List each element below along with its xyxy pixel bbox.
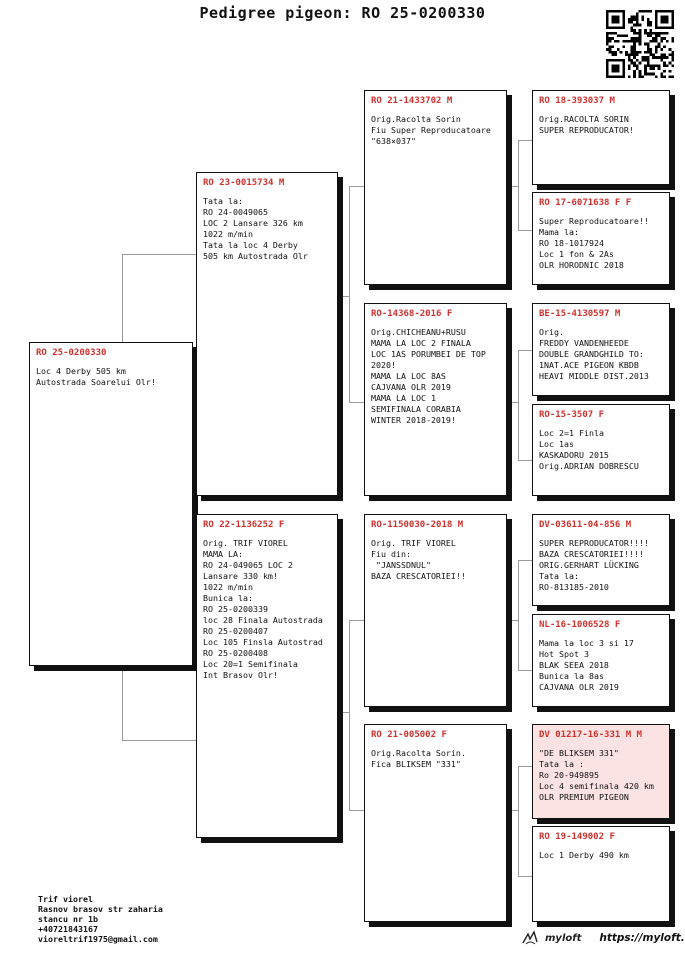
pigeon-card-subject[interactable]: RO 25-0200330 Loc 4 Derby 505 km Autostr… [29, 342, 193, 666]
pigeon-notes: SUPER REPRODUCATOR!!!! BAZA CRESCATORIEI… [539, 538, 649, 592]
qr-code-icon [606, 10, 674, 78]
connector-line [122, 740, 198, 741]
ring-number: DV-03611-04-856 M [539, 520, 632, 530]
pigeon-notes: Loc 1 Derby 490 km [539, 850, 629, 860]
pigeon-notes: Mama la loc 3 si 17 Hot Spot 3 BLAK SEEA… [539, 638, 634, 692]
connector-line [507, 810, 519, 811]
pigeon-card-sire-sire[interactable]: RO 21-1433702 M Orig.Racolta Sorin Fiu S… [364, 90, 507, 285]
pigeon-notes: Super Reproducatoare!! Mama la: RO 18-10… [539, 216, 649, 270]
ring-number: RO 19-149002 F [539, 832, 615, 842]
connector-line [518, 766, 519, 876]
connector-line [349, 296, 350, 402]
connector-line [518, 140, 519, 230]
pigeon-card-ddd[interactable]: RO 19-149002 F Loc 1 Derby 490 km [532, 826, 670, 922]
pigeon-notes: Orig. TRIF VIOREL MAMA LA: RO 24-049065 … [203, 538, 323, 680]
connector-line [518, 560, 532, 561]
pigeon-card-dsd[interactable]: NL-16-1006528 F Mama la loc 3 si 17 Hot … [532, 614, 670, 707]
pigeon-notes: Loc 2=1 Finla Loc 1as KASKADORU 2015 Ori… [539, 428, 639, 471]
connector-line [518, 766, 532, 767]
ring-number: RO 23-0015734 M [203, 178, 285, 188]
pigeon-card-dam[interactable]: RO 22-1136252 F Orig. TRIF VIOREL MAMA L… [196, 514, 338, 838]
page-title: Pedigree pigeon: RO 25-0200330 [199, 4, 486, 22]
ring-number: RO-15-3507 F [539, 410, 605, 420]
pigeon-card-dss[interactable]: DV-03611-04-856 M SUPER REPRODUCATOR!!!!… [532, 514, 670, 606]
ring-number: RO 17-6071638 F F [539, 198, 632, 208]
brand-footer: myloft https://myloft.ro [521, 928, 685, 948]
brand-url-link[interactable]: https://myloft.ro [599, 932, 685, 944]
pigeon-notes: Orig.Racolta Sorin. Fica BLIKSEM "331" [371, 748, 466, 769]
pigeon-card-sds[interactable]: BE-15-4130597 M Orig. FREDDY VANDENHEEDE… [532, 303, 670, 396]
pigeon-card-sire-dam[interactable]: RO-14368-2016 F Orig.CHICHEANU+RUSU MAMA… [364, 303, 507, 496]
connector-line [518, 560, 519, 670]
connector-line [349, 402, 365, 403]
connector-line [349, 186, 350, 296]
pigeon-card-dds[interactable]: DV 01217-16-331 M M "DE BLIKSEM 331" Tat… [532, 724, 670, 819]
connector-line [507, 402, 519, 403]
connector-line [507, 186, 519, 187]
connector-line [518, 670, 532, 671]
connector-line [122, 254, 198, 255]
connector-line [338, 296, 350, 297]
ring-number: RO-14368-2016 F [371, 309, 453, 319]
pigeon-notes: Loc 4 Derby 505 km Autostrada Soarelui O… [36, 366, 156, 387]
ring-number: RO 18-393037 M [539, 96, 615, 106]
pigeon-card-dam-dam[interactable]: RO 21-005002 F Orig.Racolta Sorin. Fica … [364, 724, 507, 922]
pigeon-card-sire[interactable]: RO 23-0015734 M Tata la: RO 24-0049065 L… [196, 172, 338, 496]
connector-line [349, 810, 365, 811]
brand-logo-text: myloft [545, 932, 582, 944]
pigeon-notes: Tata la: RO 24-0049065 LOC 2 Lansare 326… [203, 196, 308, 261]
ring-number: RO 22-1136252 F [203, 520, 285, 530]
connector-line [338, 712, 350, 713]
ring-number: RO-1150030-2018 M [371, 520, 464, 530]
ring-number: BE-15-4130597 M [539, 309, 621, 319]
pigeon-notes: Orig. FREDDY VANDENHEEDE DOUBLE GRANDGHI… [539, 327, 649, 381]
connector-line [518, 350, 519, 460]
pigeon-notes: Orig.CHICHEANU+RUSU MAMA LA LOC 2 FINALA… [371, 327, 486, 425]
pigeon-card-dam-sire[interactable]: RO-1150030-2018 M Orig. TRIF VIOREL Fiu … [364, 514, 507, 707]
pigeon-notes: Orig.RACOLTA SORIN SUPER REPRODUCATOR! [539, 114, 634, 135]
connector-line [349, 620, 365, 621]
connector-line [349, 186, 365, 187]
ring-number: DV 01217-16-331 M M [539, 730, 642, 740]
ring-number: RO 21-1433702 M [371, 96, 453, 106]
pigeon-card-sdd[interactable]: RO-15-3507 F Loc 2=1 Finla Loc 1as KASKA… [532, 404, 670, 496]
connector-line [507, 620, 519, 621]
connector-line [518, 230, 532, 231]
connector-line [518, 350, 532, 351]
ring-number: RO 21-005002 F [371, 730, 447, 740]
connector-line [518, 140, 532, 141]
connector-line [518, 460, 532, 461]
connector-line [518, 876, 532, 877]
pigeon-notes: Orig. TRIF VIOREL Fiu din: "JANSSDNUL" B… [371, 538, 466, 581]
pigeon-notes: Orig.Racolta Sorin Fiu Super Reproducato… [371, 114, 491, 146]
pigeon-notes: "DE BLIKSEM 331" Tata la : Ro 20-949895 … [539, 748, 654, 802]
ring-number: RO 25-0200330 [36, 348, 107, 358]
owner-contact: Trif viorel Rasnov brasov str zaharia st… [38, 894, 163, 944]
pigeon-card-ssd[interactable]: RO 17-6071638 F F Super Reproducatoare!!… [532, 192, 670, 285]
myloft-logo-icon [522, 930, 538, 945]
pigeon-card-sss[interactable]: RO 18-393037 M Orig.RACOLTA SORIN SUPER … [532, 90, 670, 185]
ring-number: NL-16-1006528 F [539, 620, 621, 630]
connector-line [349, 620, 350, 810]
